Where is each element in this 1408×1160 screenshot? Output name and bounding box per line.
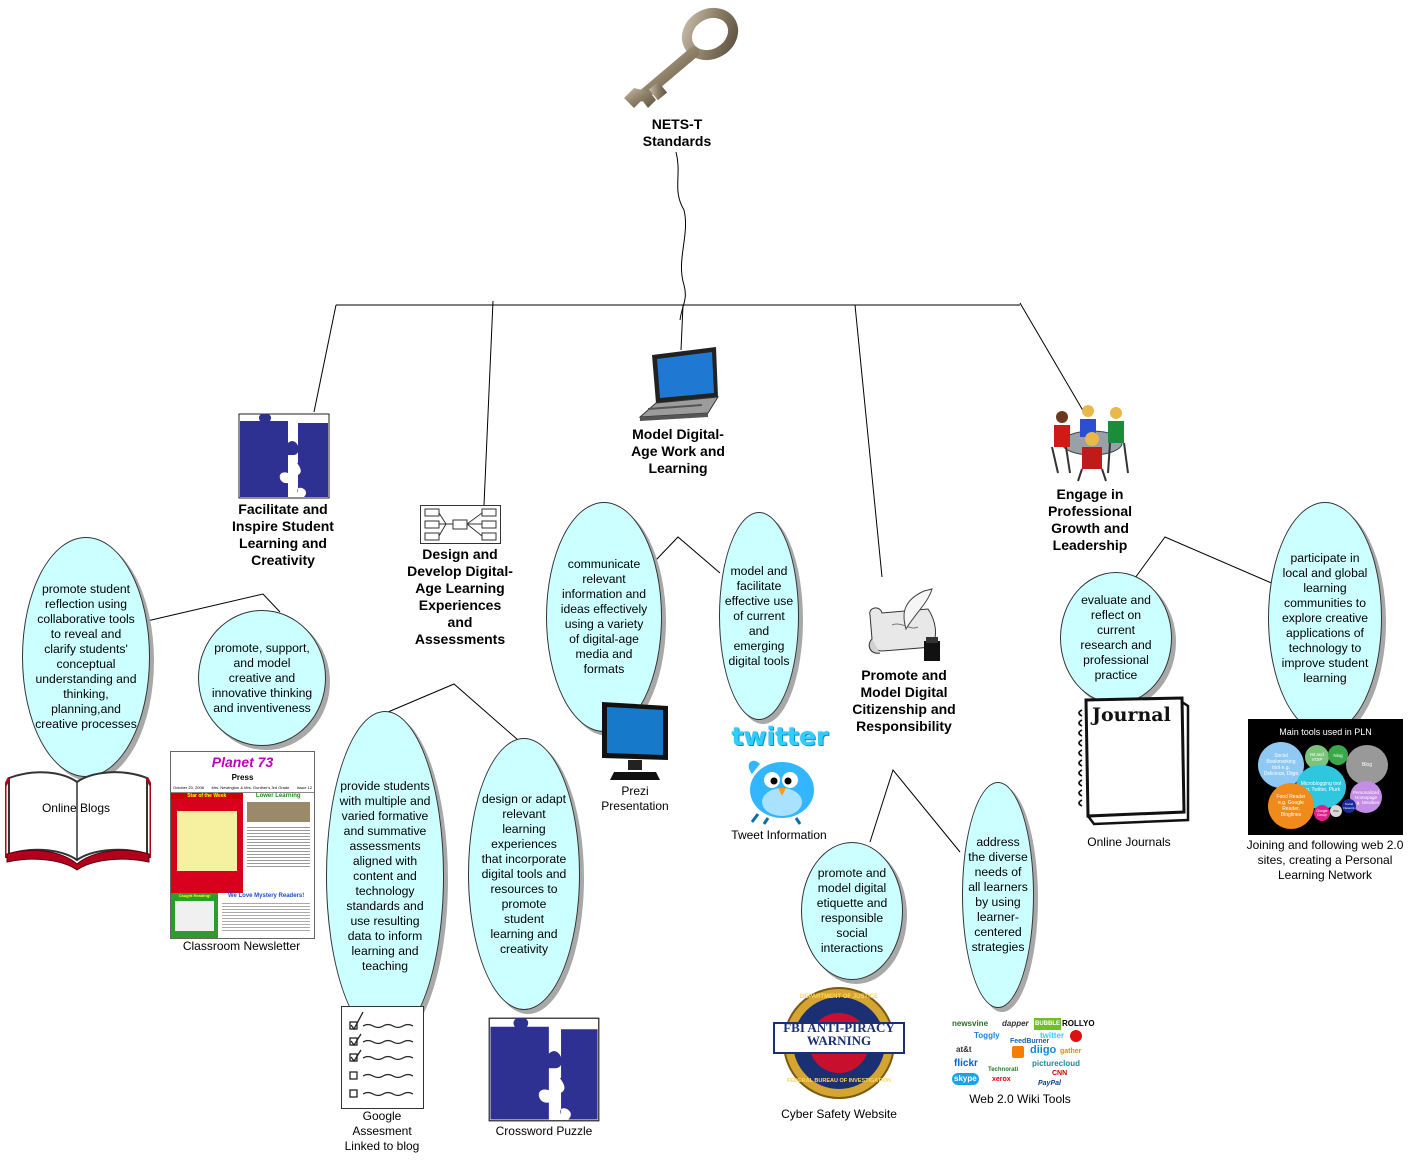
newsletter-masthead: Planet 73 (171, 752, 314, 772)
outcome-bubble: address the diverse needs of all learner… (962, 782, 1034, 1008)
branch-4 (854, 304, 883, 578)
newsletter-byline: Mrs. Newington & Mrs. Gunther's 3rd Grad… (211, 785, 290, 790)
twitter-wordmark: twitter (731, 722, 829, 751)
fbi-seal-icon (773, 987, 905, 1099)
standard-1-title: Facilitate and Inspire Student Learning … (232, 501, 334, 568)
pln-title: Main tools used in PLN (1279, 727, 1372, 737)
journal-word: Journal (1092, 704, 1171, 726)
outcome-bubble: promote and model digital etiquette and … (801, 842, 903, 980)
branch-3 (680, 304, 684, 351)
standard-5-title: Engage in Professional Growth and Leader… (1047, 486, 1133, 553)
artifact-caption: Classroom Newsletter (182, 939, 301, 953)
branch-2 (483, 300, 494, 506)
newsletter-section-2: Lower Learning (242, 793, 314, 893)
s4-split (869, 768, 961, 853)
pln-diagram-thumbnail: Main tools used in PLN Social Bookmarkin… (1248, 719, 1403, 835)
outcome-bubble: model and facilitate effective use of cu… (719, 512, 799, 720)
key-icon (624, 7, 739, 108)
newsletter-thumbnail: Planet 73 Press October 20, 2008 Mrs. Ne… (170, 751, 315, 939)
blogger-icon (1012, 1046, 1024, 1058)
standard-3-title: Model Digital-Age Work and Learning (631, 426, 725, 476)
artifact-caption: Google Assesment Linked to blog (344, 1109, 420, 1153)
trunk-line (675, 151, 686, 321)
outcome-bubble: promote, support, and model creative and… (198, 610, 326, 746)
outcome-bubble: design or adapt relevant learning experi… (468, 738, 580, 1010)
artifact-caption: Tweet Information (731, 828, 827, 842)
standard-4-title: Promote and Model Digital Citizenship an… (852, 667, 956, 734)
artifact-caption: Crossword Puzzle (495, 1124, 593, 1138)
newsletter-issue: Issue 12 (296, 785, 312, 790)
fbi-top-text: DEPARTMENT OF JUSTICE (799, 994, 879, 1000)
fbi-warning-text: FBI ANTI-PIRACY WARNING (783, 1020, 895, 1048)
s3-split (655, 536, 721, 574)
outcome-bubble: communicate relevant information and ide… (546, 502, 662, 732)
artifact-caption: Cyber Safety Website (781, 1107, 897, 1121)
open-book-icon (5, 771, 151, 871)
newsletter-date: October 20, 2008 (173, 785, 204, 790)
branch-5 (1019, 302, 1086, 415)
laptop-icon (638, 347, 719, 421)
artifact-caption: Online Blogs (41, 801, 111, 815)
outcome-bubble: provide students with multiple and varie… (326, 711, 444, 1041)
monitor-icon (602, 702, 668, 780)
newsletter-section-1: Star of the Week (171, 793, 243, 893)
standard-2-title: Design and Develop Digital-Age Learning … (407, 546, 513, 647)
twitter-bird-icon (748, 760, 814, 825)
newsletter-press: Press (231, 773, 254, 782)
puzzle-piece-icon (488, 1017, 600, 1122)
artifact-caption: Web 2.0 Wiki Tools (969, 1092, 1071, 1106)
branch-1 (313, 304, 337, 413)
fbi-bottom-text: FEDERAL BUREAU OF INVESTIGATION (787, 1078, 891, 1084)
s1-split (146, 593, 281, 622)
s5-split (1134, 536, 1284, 589)
outcome-bubble: promote student reflection using collabo… (22, 537, 150, 777)
outcome-bubble: evaluate and reflect on current research… (1060, 572, 1172, 704)
newsletter-section-4: We Love Mystery Readers! (218, 893, 314, 938)
artifact-caption: Prezi Presentation (601, 784, 669, 813)
artifact-caption: Joining and following web 2.0 sites, cre… (1246, 838, 1404, 882)
s2-split (387, 683, 519, 741)
flowchart-icon (420, 505, 501, 544)
root-node: NETS-T Standards (642, 116, 712, 149)
newsletter-section-3: Caught Reading! (171, 893, 219, 938)
journal-notebook-icon (1078, 696, 1190, 826)
scroll-quill-icon (868, 588, 940, 661)
artifact-caption: Online Journals (1087, 835, 1171, 849)
web20-logo-collage: newsvine dapper BUBBLE ROLLYO Toggly twi… (952, 1018, 1095, 1087)
logo-dot-icon (1070, 1030, 1082, 1042)
checklist-icon (341, 1006, 424, 1109)
meeting-people-icon (1051, 405, 1129, 482)
puzzle-piece-icon (238, 413, 330, 499)
outcome-bubble: participate in local and global learning… (1268, 502, 1382, 734)
